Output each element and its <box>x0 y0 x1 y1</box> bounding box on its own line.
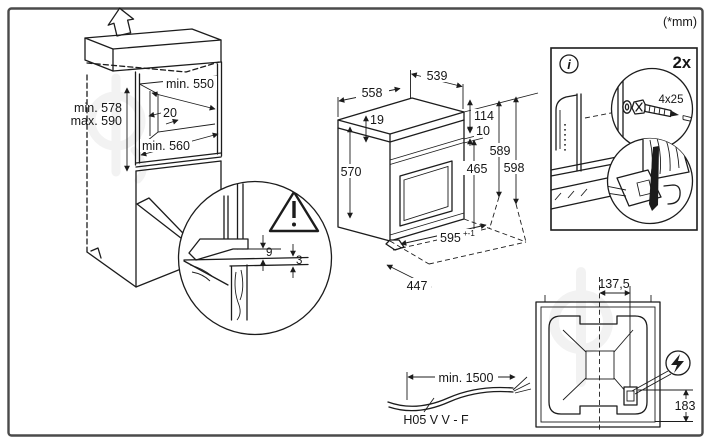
oven-drawing: 558 539 19 570 114 10 465 589 <box>337 69 539 293</box>
front-clearance-label: 9 <box>266 247 272 259</box>
rear-view-drawing: 137,5 183 <box>535 277 698 431</box>
wood-fixing-detail-circle <box>606 137 694 225</box>
mounting-kit-box: i 2x <box>550 47 698 231</box>
oven-door-height-label: 465 <box>467 162 488 176</box>
oven-front-width-tolerance: +-1 <box>463 229 475 238</box>
oven-front-width-label: 595 <box>440 231 461 245</box>
oven-top-trim-label: 19 <box>370 113 384 127</box>
clearance-detail-circle: 9 3 <box>177 180 333 336</box>
niche-width-label: min. 560 <box>142 139 190 153</box>
oven-height-total-label: 598 <box>504 161 525 175</box>
vent-up-arrow-icon <box>107 7 135 37</box>
power-icon <box>665 350 691 376</box>
oven-panel-height-label: 114 <box>474 109 494 123</box>
screw-in-wood-icon <box>649 146 659 211</box>
mains-offset-x-label: 137,5 <box>598 277 629 291</box>
rear-gap-label: 20 <box>163 106 177 120</box>
overlap-label: 3 <box>296 255 302 267</box>
info-icon: i <box>559 54 579 74</box>
niche-height-max-label: max. 590 <box>71 114 122 128</box>
svg-text:i: i <box>567 57 571 72</box>
oven-width-top-label: 539 <box>427 69 448 83</box>
niche-depth-label: min. 550 <box>166 77 214 91</box>
oven-panel-gap-label: 10 <box>476 124 490 138</box>
cable-wires-end <box>512 376 532 394</box>
cabinet-drawing: min. 550 20 min. 560 min. 578 max. 590 <box>71 7 223 288</box>
screw-detail-circle: 4x25 <box>610 67 694 151</box>
cable-type-label: H05 V V - F <box>403 413 469 427</box>
screw-icon <box>631 99 693 123</box>
units-label: (*mm) <box>663 15 697 29</box>
mains-offset-y-label: 183 <box>675 399 696 413</box>
oven-depth-top-label: 558 <box>362 86 383 100</box>
screw-size-label: 4x25 <box>659 94 684 106</box>
cable-length-label: min. 1500 <box>439 371 494 385</box>
watermark-logo <box>86 73 613 387</box>
mains-junction-box <box>623 386 638 406</box>
oven-depth-body-label: 447 <box>407 279 428 293</box>
kit-quantity-label: 2x <box>673 54 692 72</box>
power-cable-drawing: min. 1500 H05 V V - F <box>387 370 532 427</box>
oven-height-side-label: 570 <box>341 165 362 179</box>
oven-height-rear-label: 589 <box>490 144 511 158</box>
page-frame <box>7 7 704 437</box>
niche-height-min-label: min. 578 <box>74 101 122 115</box>
warning-icon <box>268 190 320 233</box>
